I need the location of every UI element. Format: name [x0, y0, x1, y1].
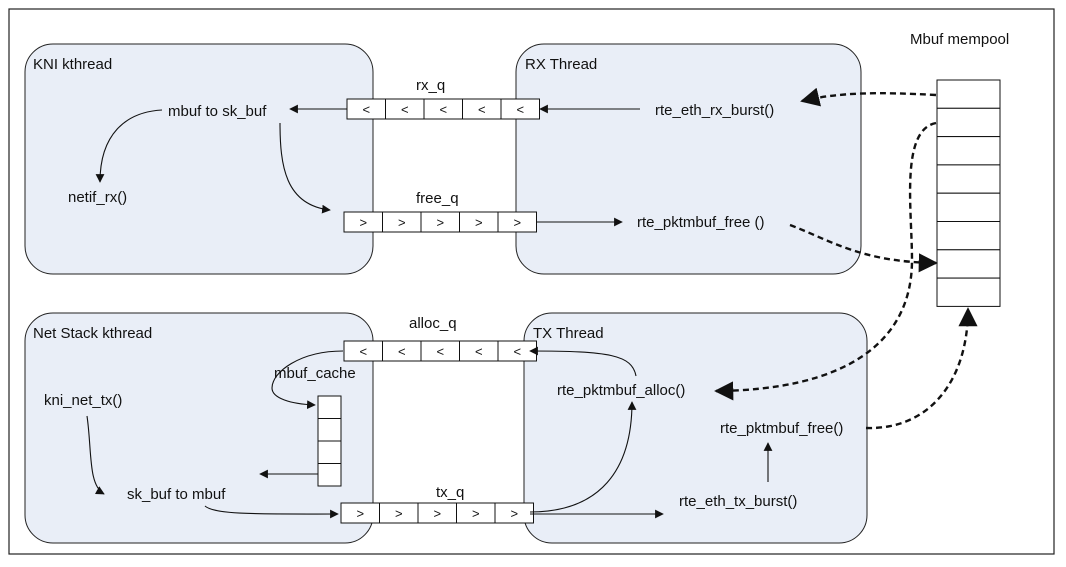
tx-thread-panel: TX Thread — [523, 312, 868, 544]
mempool-cell — [936, 79, 1001, 109]
rx-thread-panel: RX Thread — [515, 43, 862, 275]
free-q-cell-symbol: > — [475, 215, 483, 230]
free-q-cell-symbol: > — [398, 215, 406, 230]
free-q-queue: free_q > > > > > — [343, 190, 537, 233]
mempool-to-rte-pktmbuf-alloc-arrow — [714, 121, 937, 401]
tx-q-cell — [494, 502, 534, 524]
mbuf-mempool: Mbuf mempool — [910, 31, 1009, 307]
netif-rx-label: netif_rx() — [68, 189, 127, 206]
skbuf-to-mbuf-to-tx-q-arrow — [204, 505, 339, 519]
rte-pktmbuf-alloc-to-alloc-q-arrow — [529, 346, 637, 377]
tx-q-cell-symbol: > — [356, 506, 364, 521]
mempool-cell — [936, 192, 1001, 222]
mempool-cell — [936, 136, 1001, 166]
free-q-cell-symbol: > — [359, 215, 367, 230]
mbuf-to-skbuf-to-netif-rx-arrow — [95, 109, 163, 183]
alloc-q-cells: < < < < < — [343, 340, 537, 362]
rx-q-cell-symbol: < — [362, 102, 370, 117]
rte-pktmbuf-alloc-label: rte_pktmbuf_alloc() — [557, 382, 685, 399]
kni-kthread-title: KNI kthread — [33, 56, 112, 73]
mbuf-to-skbuf-label: mbuf to sk_buf — [168, 103, 267, 120]
tx-q-cell-symbol: > — [472, 506, 480, 521]
tx-q-label: tx_q — [436, 484, 464, 501]
tx-q-queue: tx_q > > > > > — [340, 484, 534, 524]
mempool-title: Mbuf mempool — [910, 31, 1009, 48]
mempool-cell — [936, 164, 1001, 194]
rx-q-cell-symbol: < — [439, 102, 447, 117]
alloc-q-cell-symbol: < — [475, 344, 483, 359]
free-q-cell-symbol: > — [436, 215, 444, 230]
skbuf-to-mbuf-label: sk_buf to mbuf — [127, 486, 226, 503]
rx-q-cells: < < < < < — [346, 98, 540, 120]
kni-net-tx-label: kni_net_tx() — [44, 392, 122, 409]
rte-pktmbuf-free-tx-label: rte_pktmbuf_free() — [720, 420, 843, 437]
mempool-cell — [936, 249, 1001, 279]
mbuf-cache-stack — [317, 395, 342, 487]
mbuf-cache-cell — [317, 418, 342, 442]
tx-q-to-rte-pktmbuf-alloc-arrow — [529, 401, 637, 513]
mbuf-cache-cell — [317, 463, 342, 487]
alloc-q-cell-symbol: < — [436, 344, 444, 359]
alloc-q-cell-symbol: < — [359, 344, 367, 359]
rx-q-label: rx_q — [416, 77, 445, 94]
kni-net-tx-to-skbuf-to-mbuf-arrow — [86, 415, 105, 495]
tx-q-cell-symbol: > — [433, 506, 441, 521]
rx-q-cell-symbol: < — [478, 102, 486, 117]
outer-frame — [8, 8, 1055, 555]
free-q-cells: > > > > > — [343, 211, 537, 233]
rx-thread-title: RX Thread — [525, 56, 597, 73]
rte-pktmbuf-free-to-mempool-tx-arrow — [865, 307, 978, 430]
rte-pktmbuf-free-rx-label: rte_pktmbuf_free () — [637, 214, 765, 231]
alloc-q-queue: alloc_q < < < < < — [343, 315, 537, 362]
tx-thread-title: TX Thread — [533, 325, 604, 342]
mbuf-to-skbuf-to-free-q-arrow — [279, 122, 331, 214]
free-q-cell-symbol: > — [513, 215, 521, 230]
tx-q-cell-symbol: > — [395, 506, 403, 521]
net-stack-kthread-panel: Net Stack kthread — [24, 312, 374, 544]
rte-eth-tx-burst-label: rte_eth_tx_burst() — [679, 493, 797, 510]
mempool-to-rte-eth-rx-burst-arrow — [800, 87, 937, 107]
mempool-cell — [936, 277, 1001, 307]
mempool-cell — [936, 107, 1001, 138]
mbuf-cache-label: mbuf_cache — [274, 365, 356, 382]
alloc-q-label: alloc_q — [409, 315, 457, 332]
solid-arrows — [86, 104, 773, 519]
mempool-cell — [936, 221, 1001, 251]
tx-q-cells: > > > > > — [340, 502, 534, 524]
mbuf-cache-cell — [317, 440, 342, 464]
kni-kthread-panel: KNI kthread — [24, 43, 374, 275]
mbuf-cache-cell — [317, 395, 342, 419]
net-stack-kthread-title: Net Stack kthread — [33, 325, 152, 342]
alloc-q-cell-symbol: < — [513, 344, 521, 359]
rx-q-cell-symbol: < — [401, 102, 409, 117]
tx-q-cell-symbol: > — [510, 506, 518, 521]
rte-pktmbuf-free-to-mempool-arrow — [789, 223, 938, 273]
rte-eth-rx-burst-label: rte_eth_rx_burst() — [655, 102, 774, 119]
rx-q-cell-symbol: < — [516, 102, 524, 117]
dashed-arrows — [714, 87, 978, 430]
alloc-q-cell-symbol: < — [398, 344, 406, 359]
alloc-q-to-mbuf-cache-arrow — [271, 350, 344, 410]
free-q-label: free_q — [416, 190, 459, 207]
mempool-cells — [936, 79, 1001, 307]
rx-q-queue: rx_q < < < < < — [346, 77, 540, 120]
